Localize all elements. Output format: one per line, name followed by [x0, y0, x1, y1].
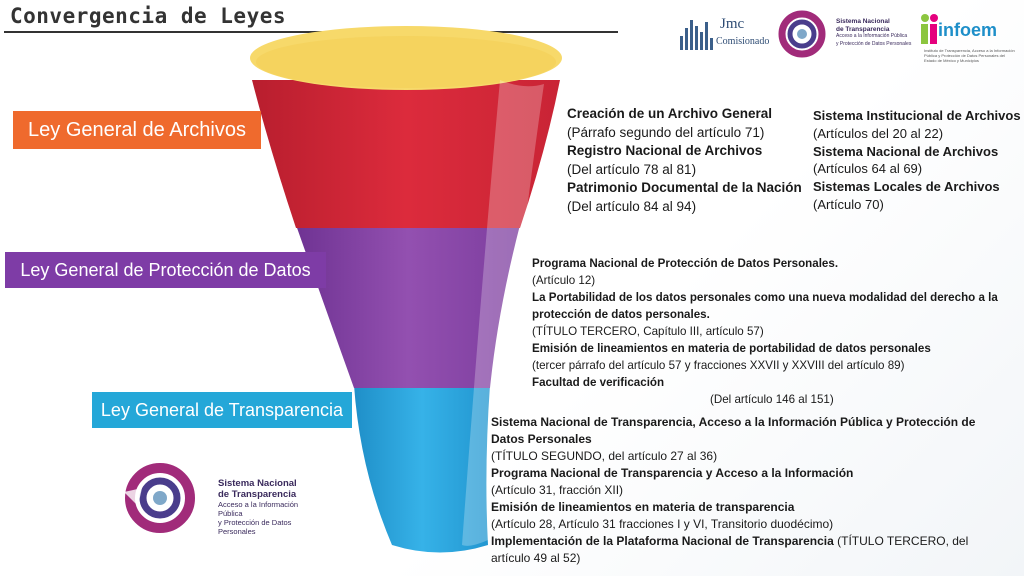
archivos-item-3-ref: (Del artículo 84 al 94) — [567, 198, 697, 214]
archivos-b-item-2-ref: (Artículos 64 al 69) — [813, 161, 923, 177]
infoem-logo-name: infoem — [938, 20, 998, 40]
funnel-section-datos — [296, 225, 520, 388]
trans-item-2-ref: (Artículo 31, fracción XII) — [491, 483, 624, 497]
trans-item-3-title: Emisión de lineamientos en materia de tr… — [491, 500, 795, 514]
funnel-section-archivos — [252, 80, 560, 228]
snt-logo-top-text: Sistema Nacional de Transparencia Acceso… — [836, 18, 912, 47]
archivos-items-b: Sistema Institucional de Archivos (Artíc… — [813, 107, 1023, 214]
trans-item-4-title: Implementación de la Plataforma Nacional… — [491, 534, 834, 548]
datos-item-3-title: Emisión de lineamientos en materia de po… — [532, 342, 931, 355]
snt-emblem-large-icon — [124, 463, 195, 533]
jmc-logo-name: Jmc — [720, 16, 745, 32]
datos-item-3-ref: (tercer párrafo del artículo 57 y fracci… — [532, 359, 905, 372]
trans-item-2-title: Programa Nacional de Transparencia y Acc… — [491, 466, 854, 480]
jmc-logo: Jmc Comisionado — [680, 14, 769, 50]
transparencia-items: Sistema Nacional de Transparencia, Acces… — [491, 414, 991, 567]
datos-item-1-title: Programa Nacional de Protección de Datos… — [532, 257, 839, 270]
snt-logo-bottom: Sistema Nacional de Transparencia Acceso… — [112, 458, 322, 538]
snt-emblem-icon — [778, 10, 826, 58]
datos-item-2-ref: (TÍTULO TERCERO, Capítulo III, artículo … — [532, 325, 764, 338]
jmc-logo-subtitle: Comisionado — [716, 36, 770, 47]
archivos-items-a: Creación de un Archivo General (Párrafo … — [567, 105, 812, 216]
label-ley-datos: Ley General de Protección de Datos — [5, 252, 326, 288]
datos-items: Programa Nacional de Protección de Datos… — [532, 255, 1022, 408]
archivos-b-item-2-title: Sistema Nacional de Archivos — [813, 143, 999, 159]
datos-item-4-ref: (Del artículo 146 al 151) — [710, 393, 834, 406]
datos-item-2-title: La Portabilidad de los datos personales … — [532, 291, 998, 321]
archivos-b-item-3-ref: (Artículo 70) — [813, 196, 884, 212]
archivos-item-3-title: Patrimonio Documental de la Nación — [567, 180, 802, 195]
title-underline — [4, 31, 618, 33]
archivos-item-1-ref: (Párrafo segundo del artículo 71) — [567, 124, 765, 140]
infoem-emblem-icon — [921, 14, 938, 44]
trans-item-4: Implementación de la Plataforma Nacional… — [491, 533, 991, 567]
datos-item-4-title: Facultad de verificación — [532, 376, 665, 389]
label-ley-archivos: Ley General de Archivos — [13, 111, 261, 149]
archivos-b-item-1-title: Sistema Institucional de Archivos — [813, 108, 1021, 123]
trans-item-4-ref: (TÍTULO TERCERO, del artículo 49 al 52) — [491, 534, 969, 565]
archivos-b-item-1-ref: (Artículos del 20 al 22) — [813, 125, 944, 141]
archivos-item-2-ref: (Del artículo 78 al 81) — [567, 161, 697, 177]
archivos-item-2-title: Registro Nacional de Archivos — [567, 143, 763, 158]
infoem-logo-subtitle: Instituto de Transparencia, Acceso a la … — [924, 48, 1015, 63]
funnel-section-transparencia — [354, 385, 490, 553]
funnel-highlight — [462, 80, 544, 546]
datos-item-1-ref: (Artículo 12) — [532, 274, 596, 287]
snt-logo-top: Sistema Nacional de Transparencia Acceso… — [774, 10, 914, 58]
archivos-b-item-3-title: Sistemas Locales de Archivos — [813, 179, 1000, 195]
trans-item-1-ref: (TÍTULO SEGUNDO, del artículo 27 al 36) — [491, 449, 718, 463]
label-ley-transparencia: Ley General de Transparencia — [92, 392, 352, 428]
infoem-logo: infoem Instituto de Transparencia, Acces… — [918, 12, 1018, 63]
trans-item-1-title: Sistema Nacional de Transparencia, Acces… — [491, 415, 976, 446]
archivos-item-1-title: Creación de un Archivo General — [567, 106, 773, 121]
page-title: Convergencia de Leyes — [10, 4, 287, 28]
trans-item-3-ref: (Artículo 28, Artículo 31 fracciones I y… — [491, 517, 834, 531]
snt-logo-bottom-text: Sistema Nacional de Transparencia Acceso… — [218, 478, 299, 536]
